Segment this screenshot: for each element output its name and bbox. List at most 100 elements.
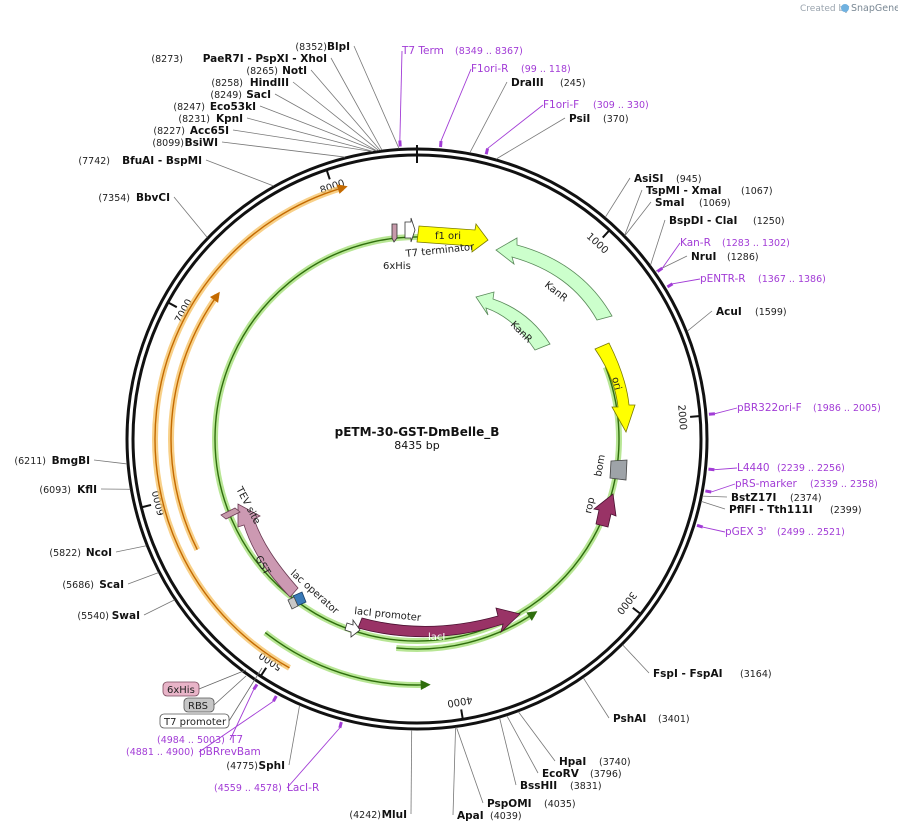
enzyme-line-asisi [605, 177, 631, 218]
boxed-label-rbs-box [183, 697, 215, 713]
enzyme-line-draiii [469, 81, 508, 154]
primer-line-pbrrevbam [198, 700, 274, 753]
enzyme-pos-sphi: (4775) [226, 761, 258, 772]
enzyme-line-tspmi-xmai [624, 189, 643, 236]
primer-mark-t7 [252, 683, 259, 691]
primer-line-f1ori-r [440, 68, 472, 142]
boxed-label-6xhis: 6xHis [167, 685, 195, 696]
primer-mark-kan-r [656, 266, 664, 273]
enzyme-line-paer7i-pspxi-xhoi [330, 57, 383, 151]
enzyme-pos-draiii: (245) [560, 78, 586, 89]
enzyme-label-hpai: HpaI [559, 756, 586, 768]
enzyme-line-pflfi-tth111i [701, 501, 726, 510]
enzyme-label-fspi-fspai: FspI - FspAI [653, 668, 723, 680]
primer-label-f1ori-r: F1ori-R [471, 63, 508, 75]
enzyme-pos-blpi: (8352) [295, 42, 327, 53]
orf-arrowhead-green-laci-a [420, 680, 431, 691]
enzyme-label-psii: PsiI [569, 113, 590, 125]
primer-range-f1ori-r: (99 .. 118) [521, 64, 571, 75]
feature-label-laci: lacI [428, 632, 445, 643]
enzyme-line-saci [274, 93, 378, 152]
orf-arrowhead-orange-inner [209, 291, 220, 303]
enzyme-line-bspdi-clai [650, 219, 666, 266]
enzyme-pos-bsshii: (3831) [570, 781, 602, 792]
primer-label-pentr-r: pENTR-R [700, 273, 746, 285]
primer-line-laci-r [286, 727, 341, 789]
enzyme-leader-lines [93, 45, 728, 816]
primer-line-kan-r [661, 242, 681, 269]
plasmid-size: 8435 bp [394, 439, 439, 452]
enzyme-line-smai [624, 201, 652, 236]
enzyme-pos-saci: (8249) [210, 90, 242, 101]
primer-line-pgex-3 [702, 526, 726, 533]
enzyme-line-acui [687, 310, 713, 332]
tick-mark-1000 [602, 230, 610, 239]
primer-label-laci-r: LacI-R [287, 782, 319, 794]
enzyme-pos-pspomi: (4035) [544, 799, 576, 810]
enzyme-pos-hindiii: (8258) [211, 78, 243, 89]
enzyme-line-bmgbi [93, 459, 128, 465]
orf-arc-green-laci-b-core [396, 613, 534, 650]
primer-range-pbrrevbam: (4881 .. 4900) [126, 747, 194, 758]
enzyme-label-tspmi-xmai: TspMI - XmaI [646, 185, 722, 197]
enzyme-label-pshai: PshAI [613, 713, 646, 725]
feature-label-ori: ori [609, 376, 623, 391]
enzyme-label-smai: SmaI [655, 197, 685, 209]
feature-label-t7-terminator: T7 terminator [404, 242, 475, 260]
enzyme-line-hindiii [292, 81, 379, 151]
enzyme-label-bsiwi: BsiWI [185, 137, 218, 149]
enzyme-line-pshai [582, 677, 610, 719]
tick-mark-2000 [690, 415, 700, 418]
enzyme-line-bsshii [499, 717, 517, 786]
enzyme-pos-acc65i: (8227) [153, 126, 185, 137]
feature-ori: ori [594, 342, 636, 433]
enzyme-line-ncoi [115, 545, 147, 553]
enzyme-line-bbvci [173, 196, 208, 238]
orf-arrowhead-green-laci-b [526, 611, 538, 621]
primer-range-t7: (4984 .. 5003) [157, 735, 225, 746]
enzyme-line-mlui [410, 729, 413, 815]
credit-brand: SnapGene [851, 3, 898, 14]
enzyme-pos-paer7i-pspxi-xhoi: (8273) [151, 54, 183, 65]
enzyme-line-pspomi [456, 727, 484, 804]
enzyme-label-draiii: DraIII [511, 77, 544, 89]
primer-label-pbrrevbam: pBRrevBam [199, 746, 261, 758]
primer-line-l4440 [714, 467, 738, 471]
enzyme-pos-hpai: (3740) [599, 757, 631, 768]
enzyme-line-scai [127, 572, 159, 585]
enzyme-label-ecorv: EcoRV [542, 768, 580, 780]
enzyme-pos-bbvci: (7354) [98, 193, 130, 204]
tick-mark-6000 [142, 503, 152, 509]
enzyme-label-bsshii: BssHII [520, 780, 557, 792]
feature-f1-ori: f1 ori [416, 223, 489, 253]
enzyme-label-kfli: KflI [77, 484, 97, 496]
enzyme-label-bfuai-bspmi: BfuAI - BspMI [122, 155, 202, 167]
enzyme-label-bstz17i: BstZ17I [731, 492, 776, 504]
primer-label-kan-r: Kan-R [680, 237, 711, 249]
enzyme-pos-kpni: (8231) [178, 114, 210, 125]
orf-arrowhead-orange-outer [336, 184, 348, 194]
tick-mark-5000 [260, 667, 268, 676]
enzyme-line-bfuai-bspmi [205, 159, 274, 187]
primer-range-t7-term: (8349 .. 8367) [455, 46, 523, 57]
enzyme-label-bmgbi: BmgBI [52, 455, 90, 467]
enzyme-pos-bsiwi: (8099) [152, 138, 184, 149]
orf-arc-green-laci-a-core [264, 632, 426, 686]
enzyme-label-asisi: AsiSI [634, 173, 663, 185]
snapgene-logo-icon [841, 4, 849, 12]
feature-label-f1-ori: f1 ori [435, 231, 461, 242]
enzyme-pos-kfli: (6093) [39, 485, 71, 496]
primer-line-t7-term [399, 50, 403, 141]
enzyme-pos-pshai: (3401) [658, 714, 690, 725]
enzyme-label-paer7i-pspxi-xhoi: PaeR7I - PspXI - XhoI [203, 53, 327, 65]
enzyme-pos-bfuai-bspmi: (7742) [78, 156, 110, 167]
enzyme-pos-eco53ki: (8247) [173, 102, 205, 113]
enzyme-line-noti [310, 69, 381, 151]
primer-label-l4440: L4440 [737, 462, 770, 474]
enzyme-pos-apai: (4039) [490, 811, 522, 822]
tick-mark-4000 [460, 709, 464, 719]
feature-rop: rop [583, 493, 617, 528]
enzyme-line-fspi-fspai [622, 644, 650, 674]
enzyme-pos-ecorv: (3796) [590, 769, 622, 780]
primer-mark-pbrrevbam [272, 695, 278, 702]
